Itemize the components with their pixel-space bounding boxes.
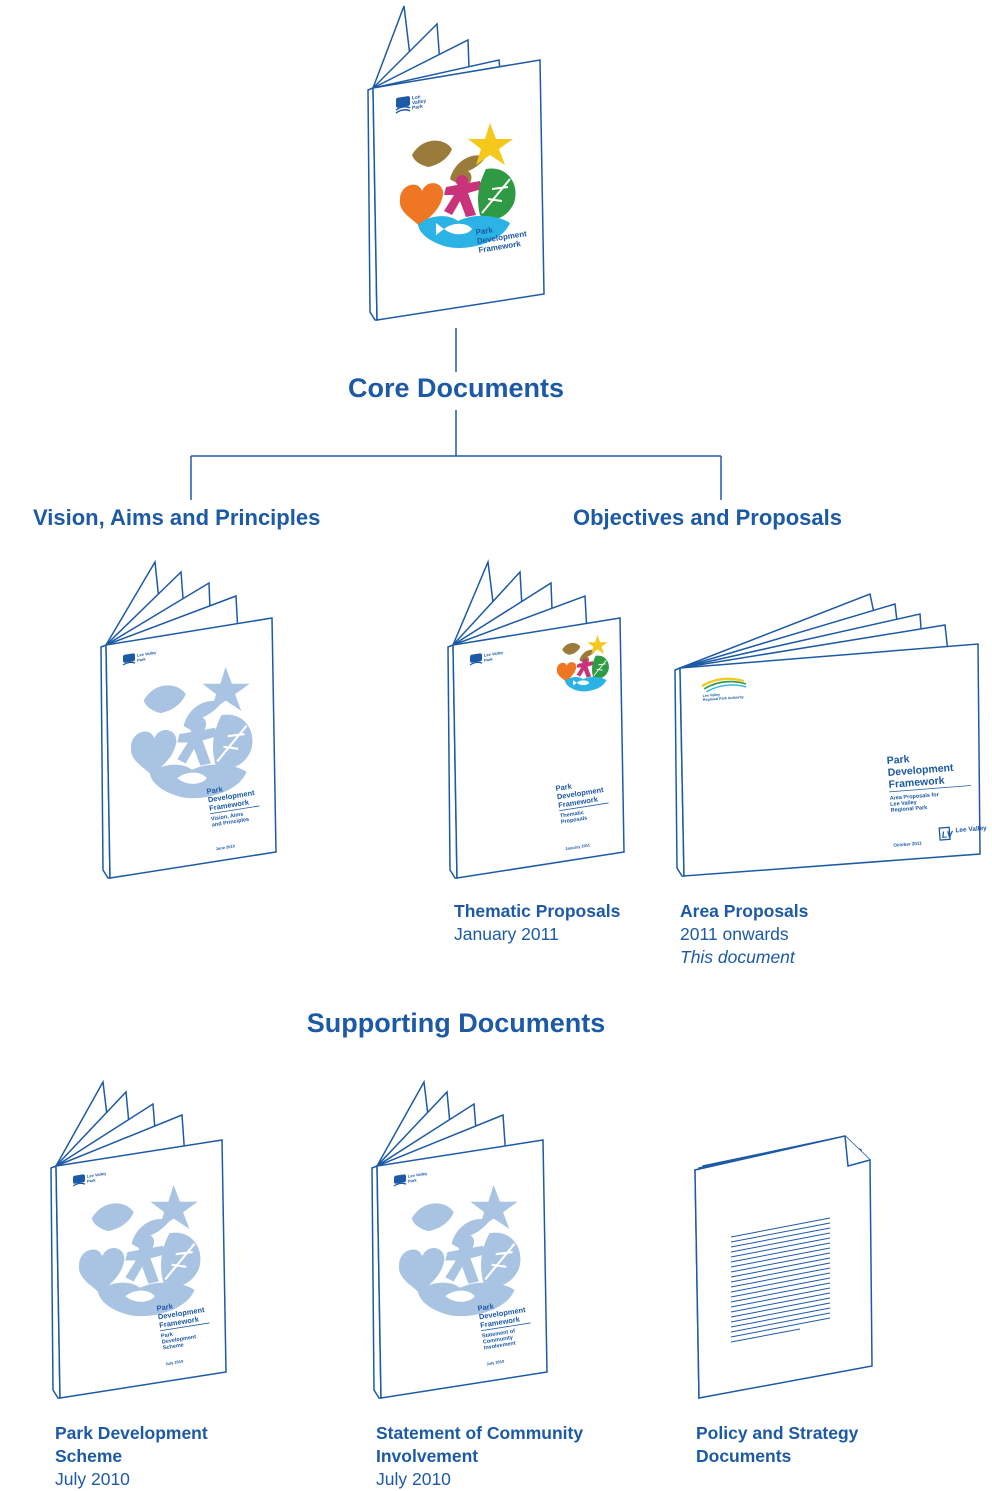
svg-text:Lee Valley: Lee Valley [137,650,157,658]
caption-title: Area Proposals [680,901,809,921]
policy-document-lines [730,1217,831,1343]
cover-subtitle-line: and Principles [212,817,250,829]
lee-valley-brand-mark: LV Lee Valley [938,825,987,841]
svg-text:Lee Valley: Lee Valley [484,650,504,658]
connector-lines [190,328,722,500]
svg-text:Park: Park [87,1177,96,1183]
cover-subtitle-line: Vision, Aims [211,812,244,823]
area-booklet [674,592,981,877]
svg-text:Lee Valley: Lee Valley [408,1171,428,1179]
svg-text:Lee: Lee [412,94,421,101]
svg-text:Park: Park [137,656,146,662]
objectives-proposals-heading: Objectives and Proposals [573,505,842,530]
caption-title-line: Scheme [55,1446,123,1466]
svg-text:LV: LV [941,829,954,840]
caption-date: January 2011 [454,924,559,944]
caption-date: 2011 onwards [680,924,789,944]
caption-title-line: Documents [696,1446,792,1466]
thematic-proposals-caption: Thematic Proposals January 2011 [454,900,620,946]
cover-subtitle-line: Proposals [561,815,588,825]
cover-date: July 2010 [486,1358,505,1366]
cover-date: January 2011 [565,842,591,851]
cover-title-line: Park [156,1301,174,1313]
caption-title-line: Statement of Community [376,1423,584,1443]
caption-title-line: Involvement [376,1446,479,1466]
cover-date: July 2010 [165,1358,184,1366]
svg-text:Park: Park [412,104,423,112]
svg-text:Park: Park [408,1177,417,1183]
cover-subtitle-line: Thematic [560,810,585,820]
cover-subtitle-line: Involvement [483,1341,516,1352]
cover-subtitle-line: Area Proposals for [890,792,940,802]
cover-date: June 2010 [215,843,236,851]
cover-title-line: Development [887,762,954,779]
cover-title-line: Park [206,784,224,796]
main-booklet-logo-mark: Lee Valley Park [395,94,426,114]
park-development-scheme-caption: Park Development Scheme July 2010 [55,1422,208,1491]
policy-strategy-caption: Policy and Strategy Documents [696,1422,858,1468]
cover-date: October 2011 [893,840,922,847]
cover-title-line: Park [477,1301,495,1313]
vision-cover-text: Park Development Framework Vision, Aims … [206,784,260,851]
caption-date: July 2010 [55,1469,130,1489]
core-documents-heading: Core Documents [347,373,565,403]
thematic-cover-text: Park Development Framework Thematic Prop… [555,781,609,851]
cover-subtitle-line: Community [483,1335,515,1346]
cover-subtitle-line: Regional Park [890,805,928,814]
sci-logo-mark: Lee Valley Park [393,1171,428,1187]
cover-title-line: Park [886,753,910,767]
caption-title: Thematic Proposals [454,901,621,921]
vision-logo-mark: Lee Valley Park [122,650,157,666]
cover-subtitle-line: Development [162,1334,197,1345]
main-booklet [367,5,545,321]
svg-text:Park: Park [484,656,493,662]
vision-aims-principles-heading: Vision, Aims and Principles [33,505,321,530]
brand-name: Lee Valley [955,825,987,834]
svg-text:Lee Valley: Lee Valley [87,1171,107,1179]
pds-cover-text: Park Development Framework Park Developm… [156,1301,210,1366]
cover-subtitle-line: Lee Valley [890,800,918,808]
thematic-logo-mark: Lee Valley Park [469,650,504,666]
thematic-booklet [447,559,625,879]
cover-title-line: Park [555,781,573,793]
area-proposals-caption: Area Proposals 2011 onwards This documen… [680,900,808,969]
caption-note: This document [680,947,795,967]
cover-subtitle-line: Park [161,1332,175,1340]
svg-text:Regional Park Authority: Regional Park Authority [703,695,744,702]
supporting-documents-heading: Supporting Documents [306,1008,606,1038]
area-authority-logo: Lee Valley Regional Park Authority [701,677,747,702]
cover-subtitle-line: Scheme [162,1342,184,1351]
statement-community-involvement-caption: Statement of Community Involvement July … [376,1422,583,1491]
cover-subtitle-line: Statement of [482,1328,516,1339]
sci-cover-text: Park Development Framework Statement of … [477,1301,531,1366]
pds-logo-mark: Lee Valley Park [72,1171,107,1187]
svg-text:Lee Valley: Lee Valley [703,693,721,698]
caption-title-line: Park Development [55,1423,208,1443]
cover-title-line: Framework [888,775,945,791]
cover-title-line: Park [475,225,494,237]
svg-text:Valley: Valley [412,98,426,106]
area-cover-text: Park Development Framework Area Proposal… [886,753,987,848]
caption-date: July 2010 [376,1469,451,1489]
caption-title-line: Policy and Strategy [696,1423,859,1443]
